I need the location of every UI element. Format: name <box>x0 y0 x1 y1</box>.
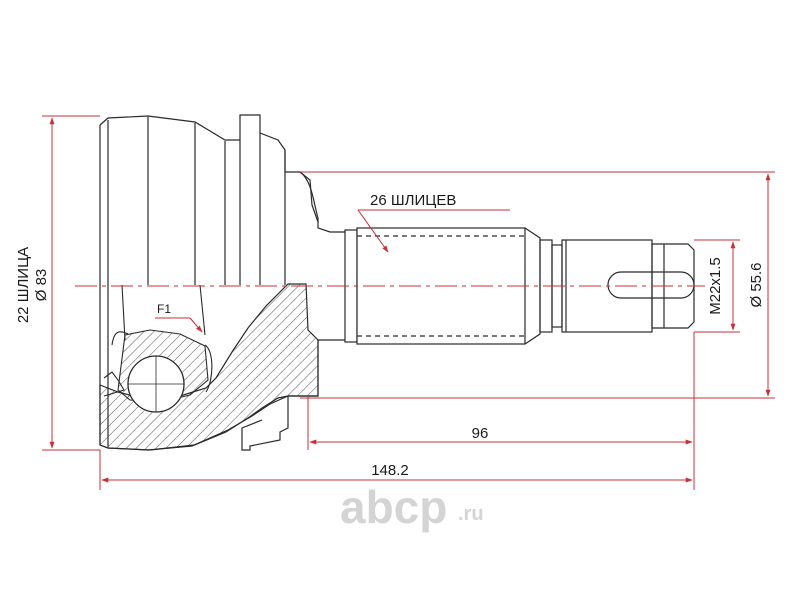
shaft-diameter-dimension: Ø 55.6 <box>748 262 765 307</box>
shaft-length-dimension: 96 <box>472 425 489 442</box>
f1-label: F1 <box>157 302 171 316</box>
watermark: abcp .ru <box>340 481 484 533</box>
spline-count-outer: 26 ШЛИЦЕВ <box>370 192 456 209</box>
spline-count-inner: 22 ШЛИЦА <box>15 247 32 323</box>
cage-lines <box>103 284 213 397</box>
dimension-lines <box>42 115 775 490</box>
watermark-text: abcp <box>340 481 447 533</box>
overall-length-dimension: 148.2 <box>371 462 409 479</box>
thread-dimension: M22x1.5 <box>707 257 724 315</box>
outer-diameter-dimension: Ø 83 <box>33 269 50 302</box>
watermark-domain: .ru <box>458 503 484 525</box>
